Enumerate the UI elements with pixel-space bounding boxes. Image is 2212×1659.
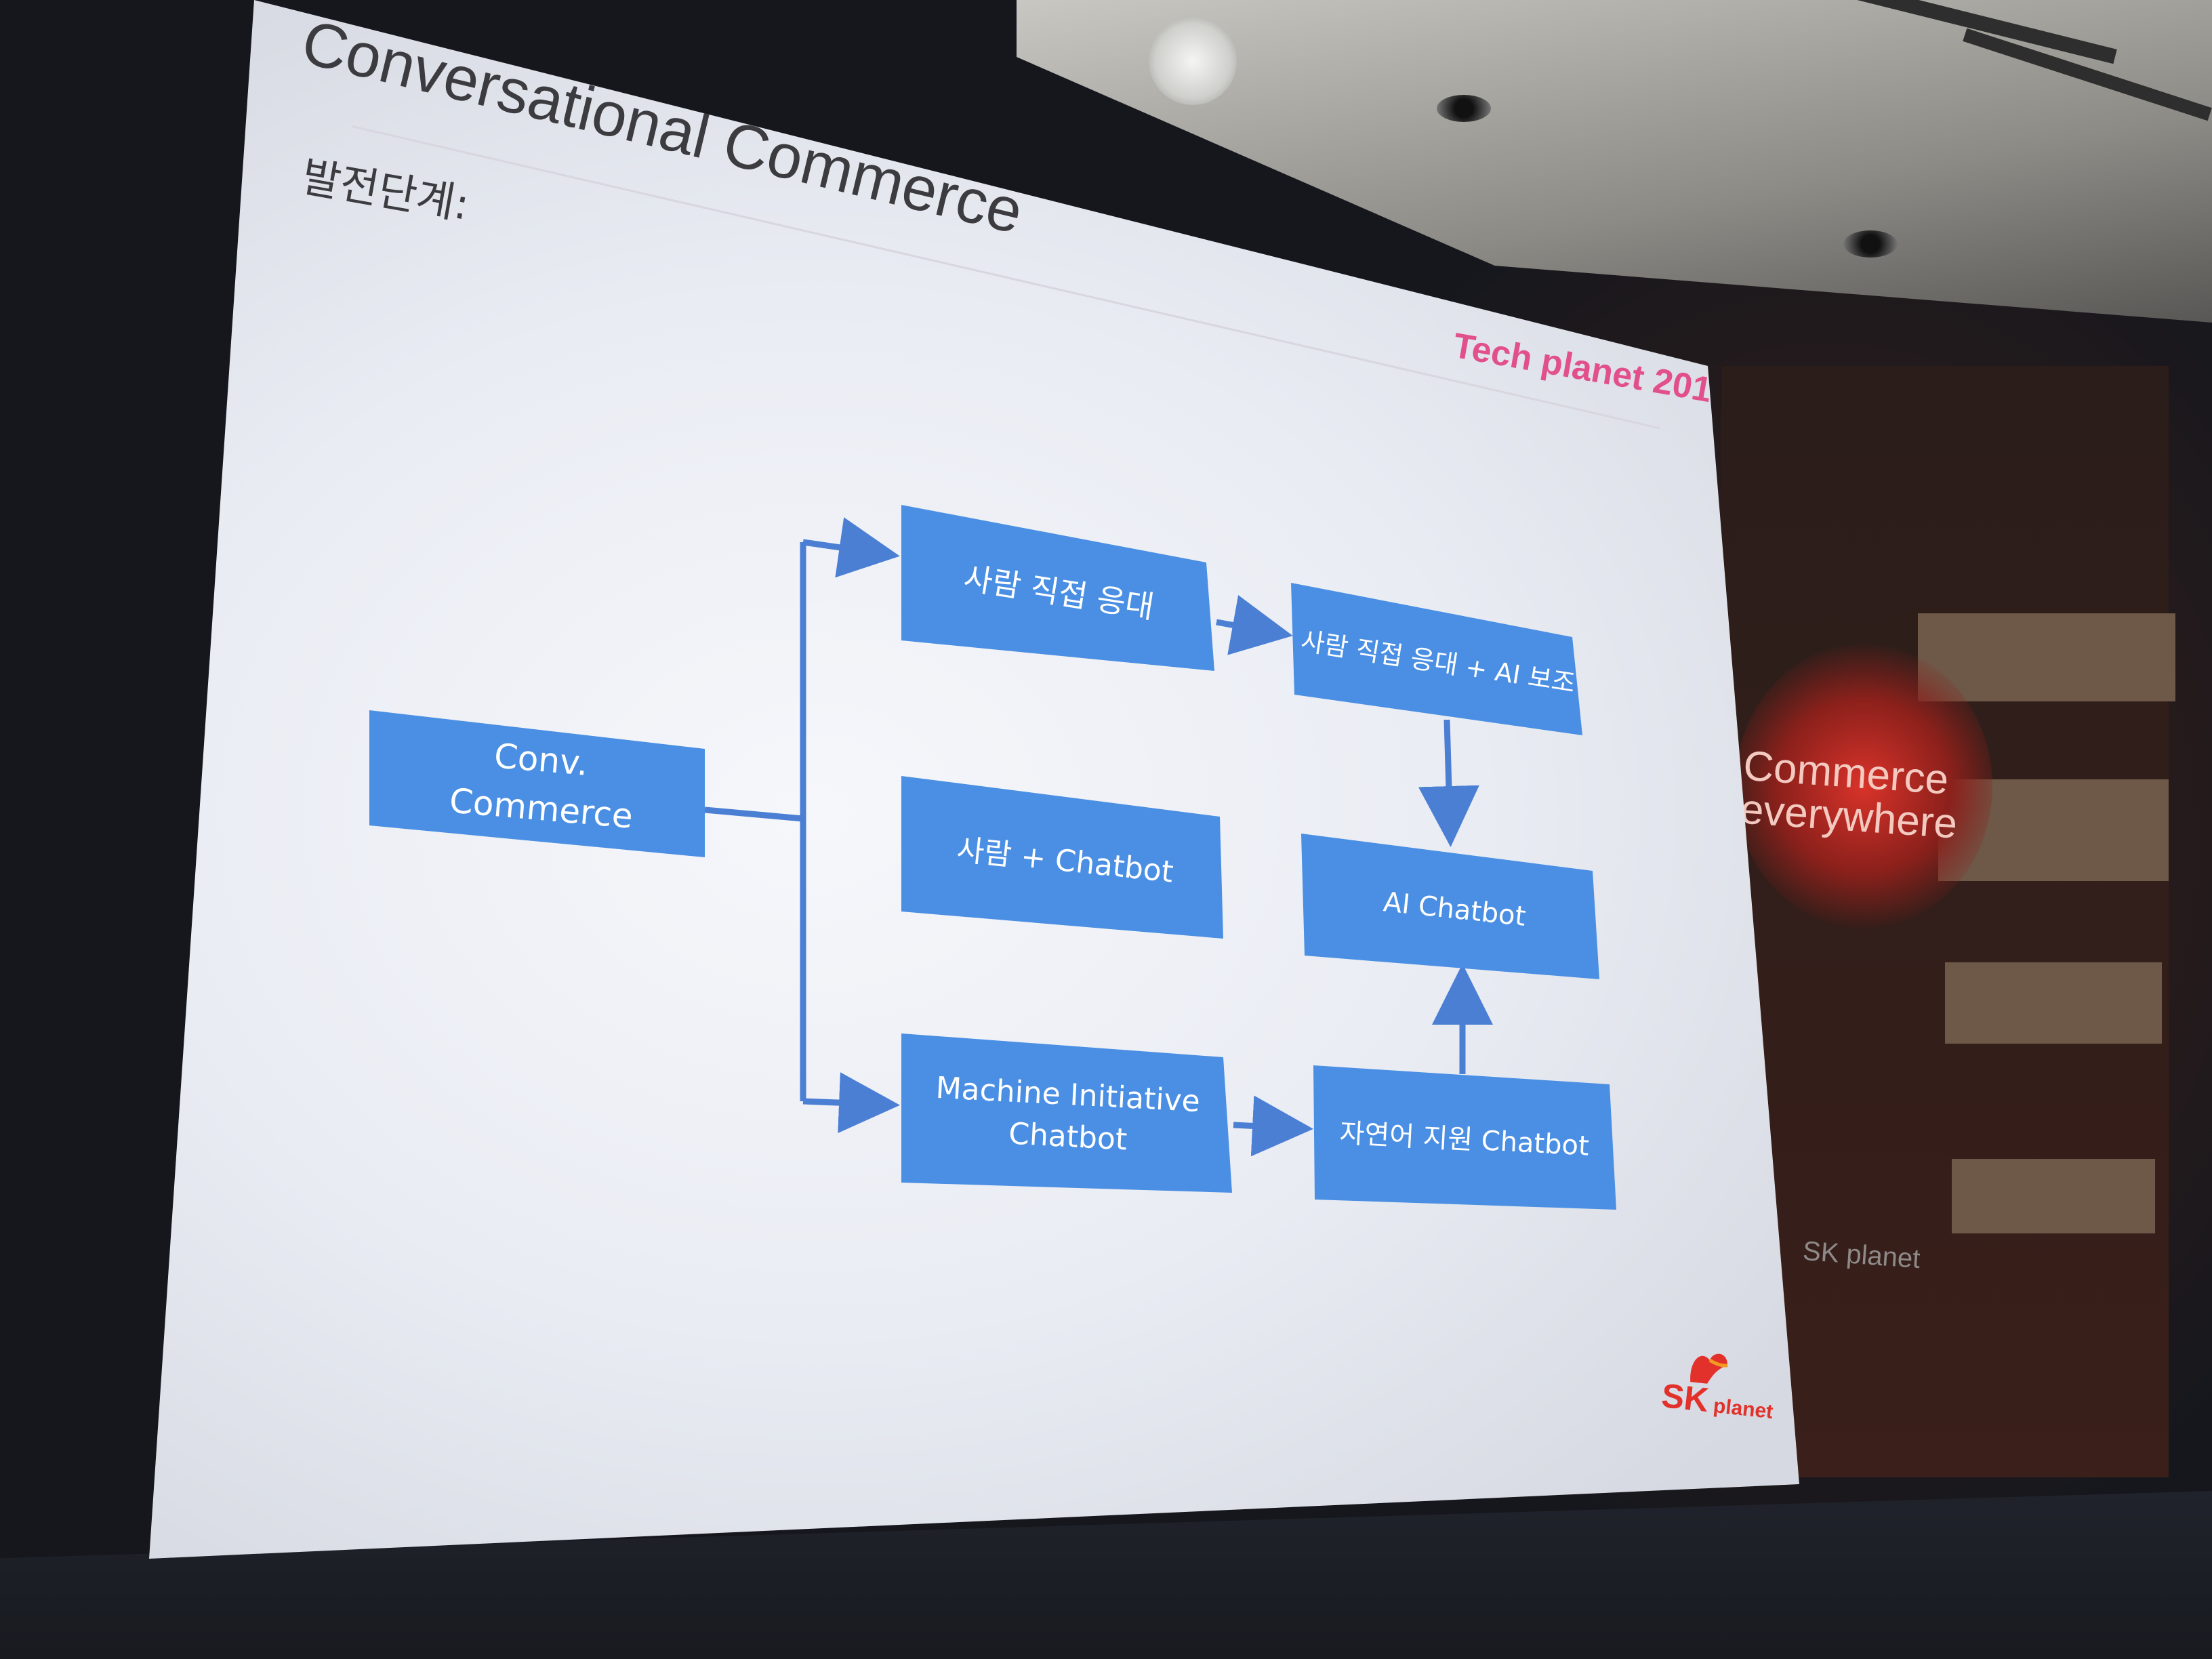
arrow-to-machine-initiative [802, 1072, 900, 1134]
box-conv-commerce [369, 710, 705, 857]
ceiling-light [1149, 17, 1237, 105]
ceiling-speaker [1437, 95, 1491, 122]
banner-glow [1735, 644, 1992, 928]
banner-slogan: Commerce everywhere [1739, 743, 1968, 848]
machine-initiative-label-line2: Chatbot [1008, 1116, 1128, 1157]
ceiling-vent [1719, 0, 2117, 64]
arrow-machine-initiative-to-nlp [1233, 1095, 1313, 1157]
connector-root-trunk [704, 806, 804, 822]
logo-planet-text: planet [1712, 1394, 1774, 1424]
sk-planet-logo: SKplanet [1660, 1353, 1776, 1427]
wall-panel [1918, 613, 2175, 701]
box-nlp-chatbot [1313, 1065, 1616, 1210]
root-label-line1: Conv. [493, 736, 590, 783]
arrow-to-human-direct [802, 517, 900, 578]
ceiling-speaker [1843, 230, 1898, 258]
wall-panel [1945, 962, 2162, 1044]
arrow-human-direct-to-ai-assist [1216, 595, 1293, 655]
box-human-chatbot [901, 776, 1223, 939]
box-ai-chatbot [1301, 834, 1599, 979]
box-human-direct [901, 505, 1214, 671]
butterfly-icon [1690, 1353, 1728, 1384]
box-human-ai-assist [1291, 583, 1582, 735]
box-machine-initiative [901, 1033, 1232, 1193]
wall-panel [1952, 1159, 2155, 1233]
arrow-ai-assist-to-ai-chatbot [1418, 719, 1479, 847]
side-banner [1721, 366, 2169, 1477]
